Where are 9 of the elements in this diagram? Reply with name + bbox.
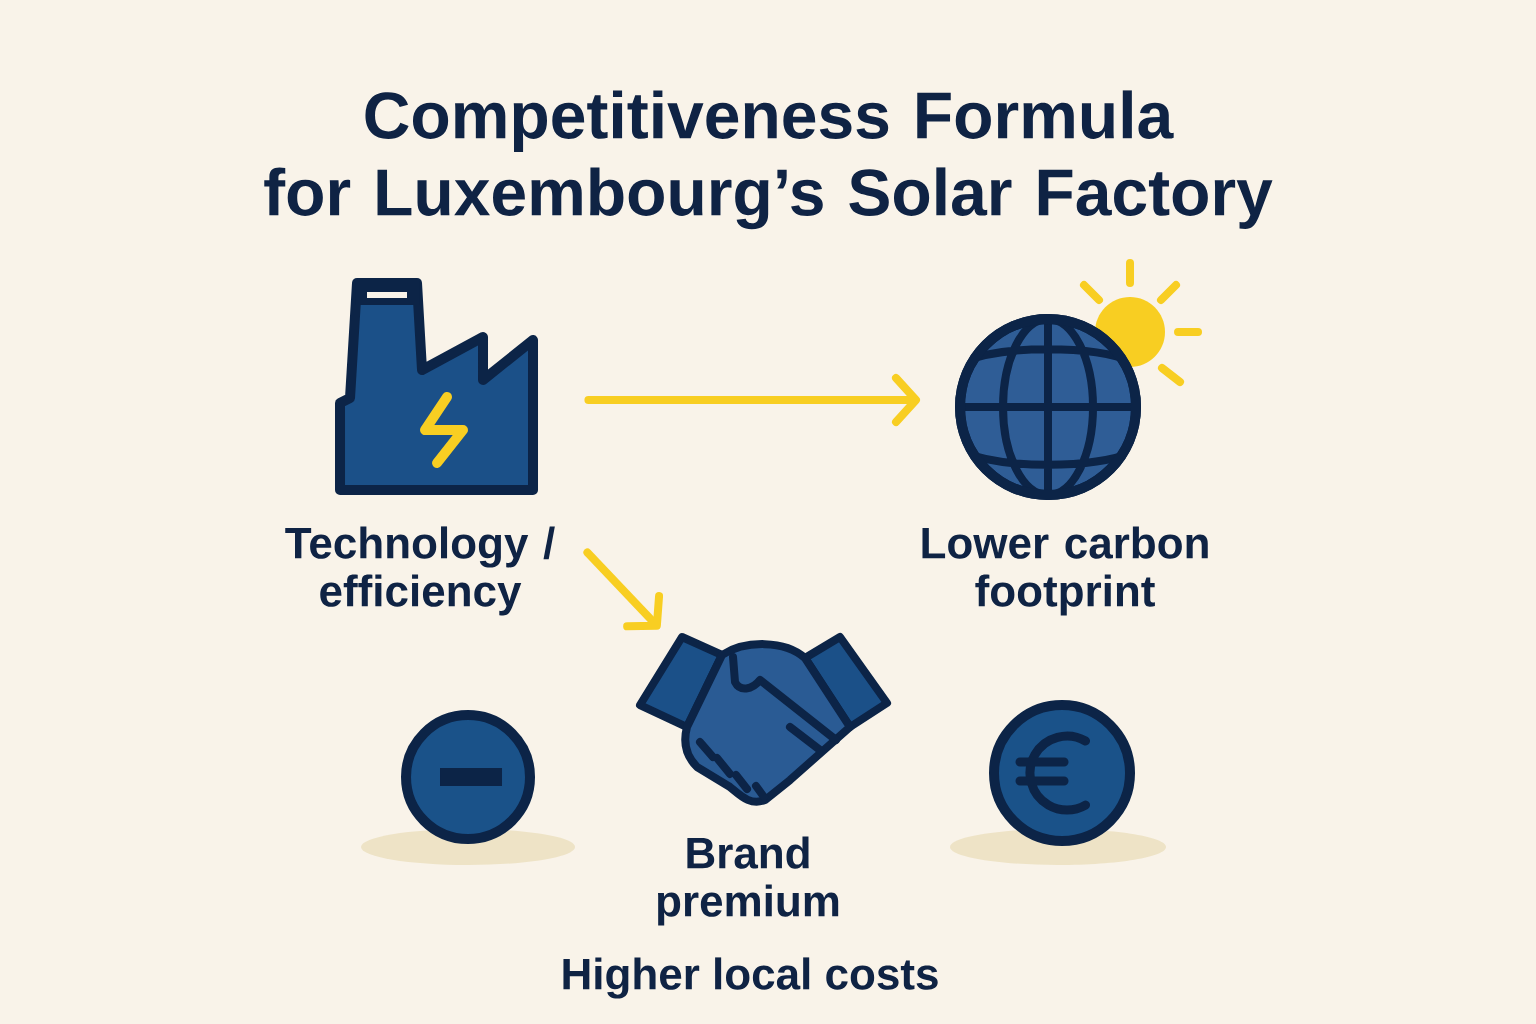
title: Competitiveness Formula for Luxembourg’s Solar Factory <box>264 90 1273 230</box>
euro-coin-icon <box>950 700 1166 865</box>
node-label: Lower carbon footprint <box>922 526 1208 616</box>
node-label: Brand premium <box>658 836 839 926</box>
note-text: Higher local costs <box>563 957 938 999</box>
node-label: Technology / efficiency <box>285 526 555 616</box>
arrow <box>583 548 664 631</box>
arrow <box>584 374 920 426</box>
minus-icon <box>361 710 575 865</box>
